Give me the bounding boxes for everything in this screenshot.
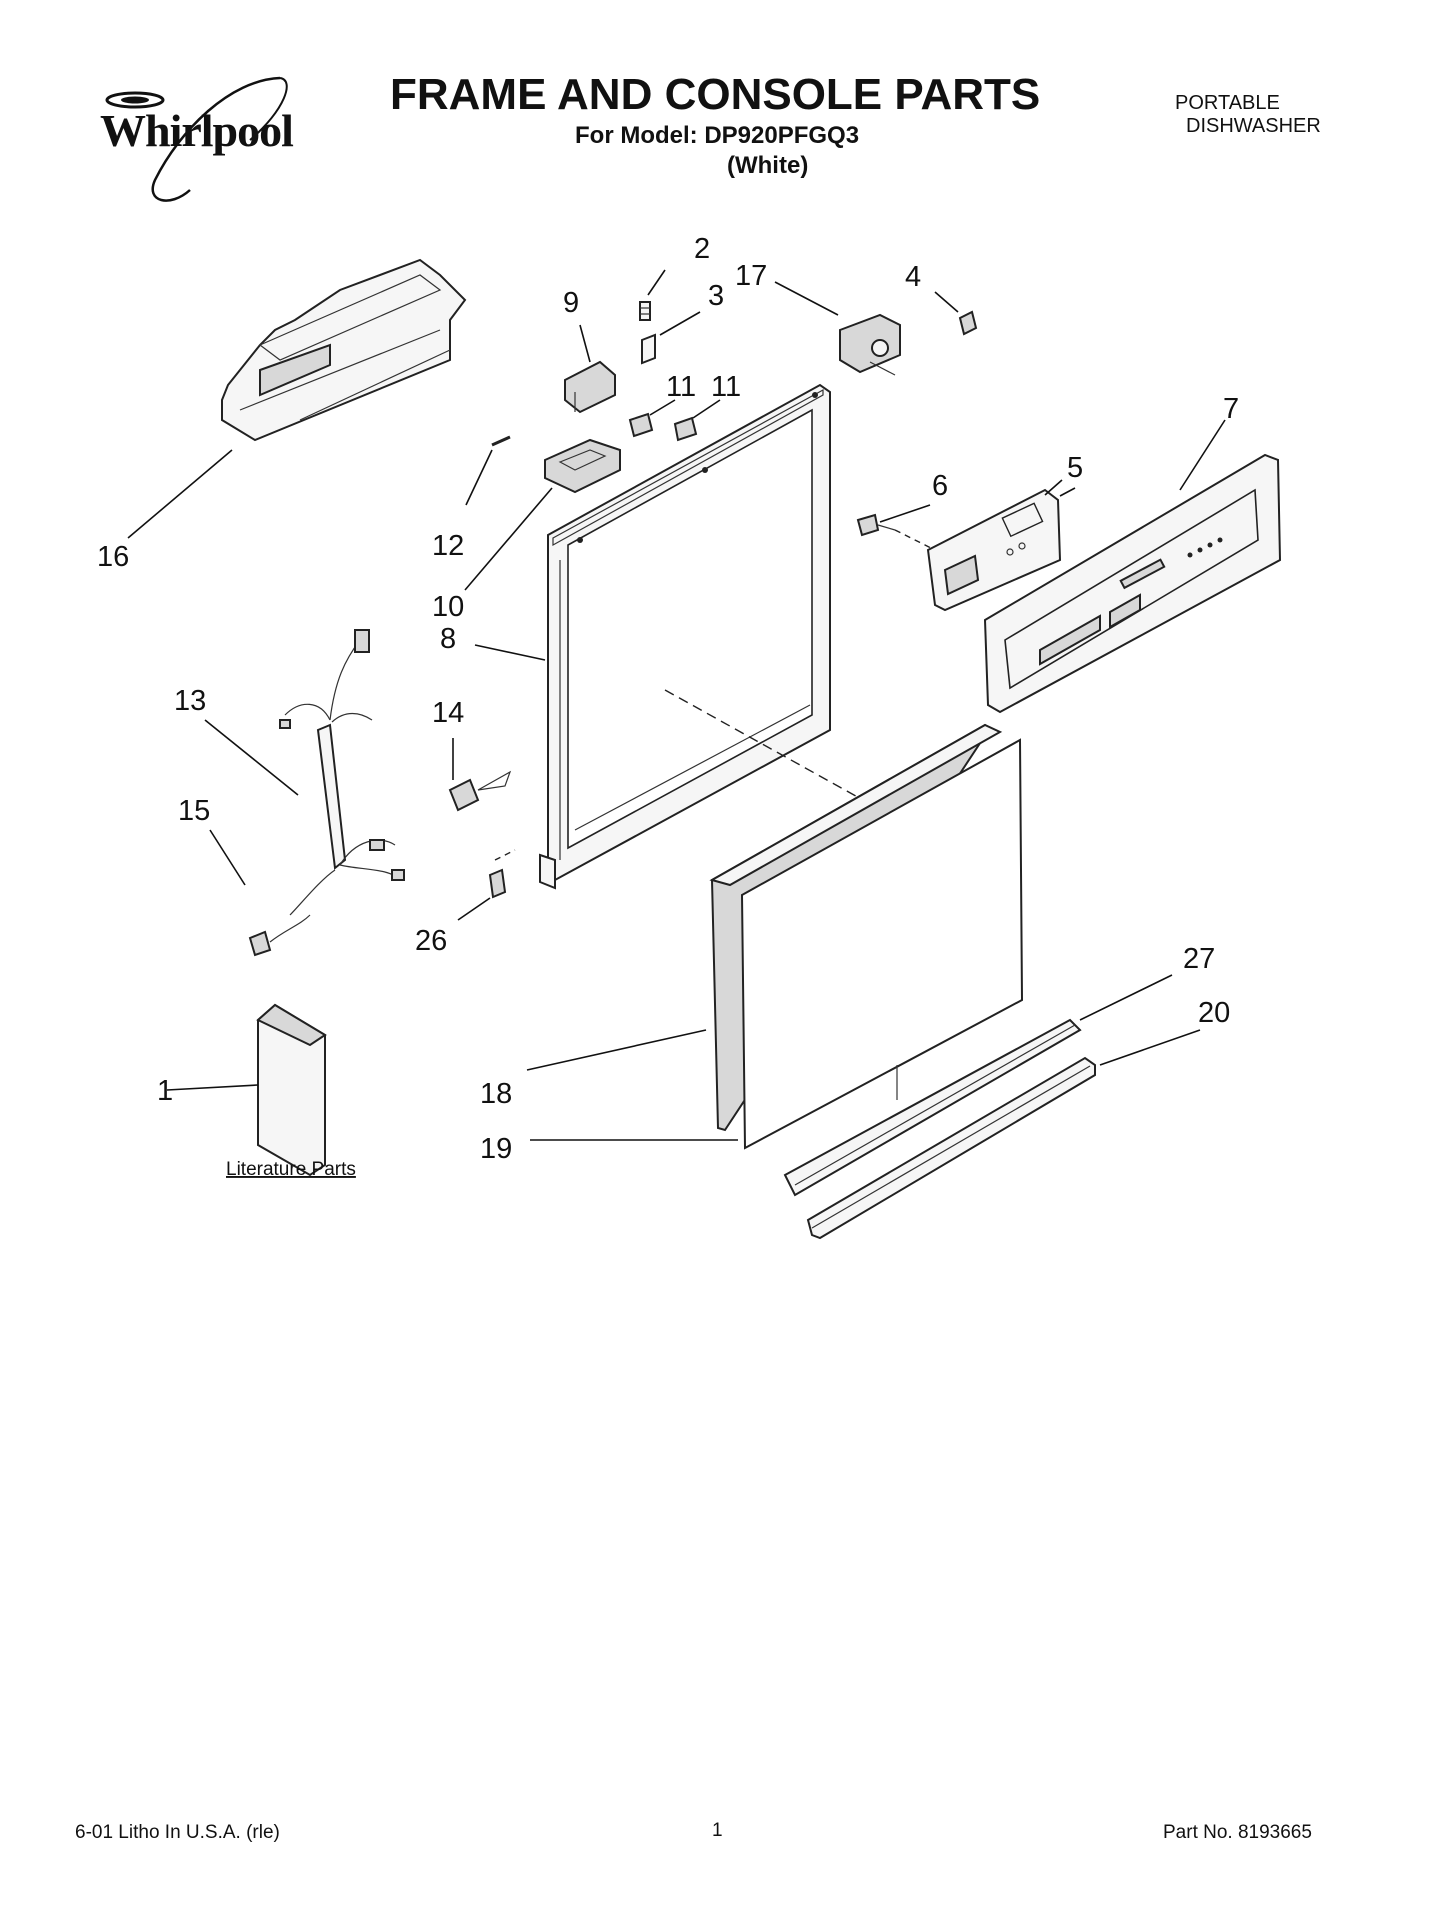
part-1-literature: [256, 1003, 327, 1177]
part-13-wiring-harness: [279, 629, 405, 916]
footer-part-number: Part No. 8193665: [1163, 1822, 1312, 1843]
model-variant: (White): [727, 152, 809, 179]
logo-swirl-icon: [105, 76, 288, 202]
part-26-clip: [488, 849, 516, 899]
callout-27: 27: [1183, 943, 1215, 975]
part-19-door-panel: [740, 738, 1024, 1150]
part-14-sensor: [448, 770, 512, 812]
literature-parts-label: Literature Parts: [226, 1159, 356, 1180]
callout-15: 15: [178, 795, 210, 827]
part-27-trim: [783, 1018, 1082, 1197]
part-12-pin: [491, 435, 511, 447]
leader-lines: [127, 269, 1226, 1141]
part-17-switch: [839, 313, 901, 376]
part-15-screw: [248, 914, 311, 957]
callout-11-b: 11: [711, 371, 741, 403]
callout-19: 19: [480, 1133, 512, 1165]
part-10-bracket: [544, 438, 621, 494]
part-16-housing: [221, 258, 467, 442]
callout-9: 9: [563, 287, 579, 319]
whirlpool-logo: [80, 70, 330, 210]
part-20-trim: [806, 1056, 1096, 1240]
product-type-line1: PORTABLE: [1175, 92, 1280, 114]
callout-26: 26: [415, 925, 447, 957]
part-9-bracket: [564, 360, 616, 414]
part-2-spring: [639, 301, 651, 321]
callout-2: 2: [694, 233, 710, 265]
callout-14: 14: [432, 697, 464, 729]
part-5-control-panel: [926, 488, 1062, 612]
part-4-clip: [958, 310, 978, 336]
product-type-line2: DISHWASHER: [1186, 115, 1321, 137]
part-11-clip-a: [628, 412, 654, 438]
footer-litho: 6-01 Litho In U.S.A. (rle): [75, 1822, 280, 1843]
page-title: FRAME AND CONSOLE PARTS: [390, 70, 1041, 119]
callout-4: 4: [905, 261, 921, 293]
model-number: For Model: DP920PFGQ3: [575, 122, 860, 149]
callout-12: 12: [432, 530, 464, 562]
callout-17: 17: [735, 260, 767, 292]
part-11-clip-b: [673, 416, 698, 442]
brand-name: Whirlpool: [100, 105, 294, 156]
callout-20: 20: [1198, 997, 1230, 1029]
callout-5: 5: [1067, 452, 1083, 484]
footer-page-number: 1: [712, 1820, 723, 1841]
part-7-console: [983, 453, 1282, 714]
callout-1: 1: [157, 1075, 173, 1107]
callout-13: 13: [174, 685, 206, 717]
part-3-clip: [641, 333, 656, 365]
callout-10: 10: [432, 591, 464, 623]
callout-8: 8: [440, 623, 456, 655]
callout-3: 3: [708, 280, 724, 312]
callout-7: 7: [1223, 393, 1239, 425]
callout-16: 16: [97, 541, 129, 573]
callout-labels: 1 2 3 4 5 6 7 8 9 10 11 11 12 13 14 15 1…: [97, 233, 1239, 1180]
callout-6: 6: [932, 470, 948, 502]
callout-11-a: 11: [666, 371, 696, 403]
callout-18: 18: [480, 1078, 512, 1110]
